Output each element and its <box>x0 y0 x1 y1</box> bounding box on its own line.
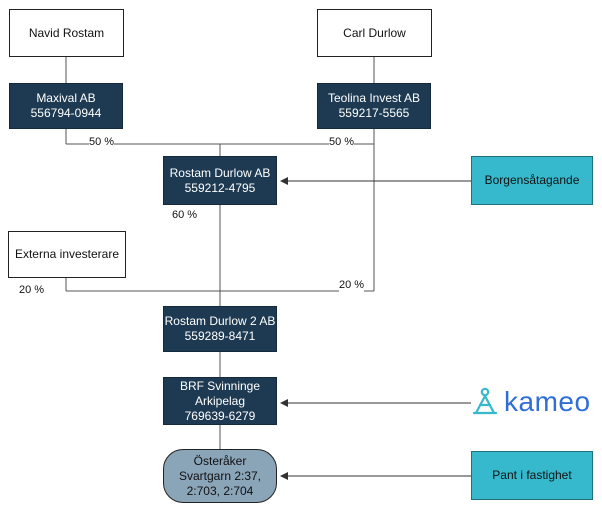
company-org-number: 556794-0944 <box>30 106 102 120</box>
property-line1: Österåker <box>193 453 247 468</box>
share-label-teolina: 50 % <box>329 136 355 149</box>
share-label-maxival: 50 % <box>89 136 115 149</box>
company-org-number: 769639-6279 <box>184 408 256 423</box>
share-label-teolina-direct: 20 % <box>339 279 365 292</box>
kameo-logo: kameo <box>472 386 591 418</box>
company-name-line2: Arkipelag <box>194 393 246 408</box>
company-org-number: 559212-4795 <box>184 180 256 195</box>
person-carl-durlow: Carl Durlow <box>317 9 432 57</box>
company-name: Rostam Durlow 2 AB <box>164 314 276 328</box>
company-maxival: Maxival AB 556794-0944 <box>9 83 123 129</box>
company-name: Teolina Invest AB <box>327 91 421 105</box>
kameo-logo-text: kameo <box>504 386 591 417</box>
company-brf-svinninge: BRF Svinninge Arkipelag 769639-6279 <box>163 377 277 425</box>
company-rostam-durlow-2: Rostam Durlow 2 AB 559289-8471 <box>163 306 277 352</box>
person-name: Carl Durlow <box>343 25 406 40</box>
company-org-number: 559289-8471 <box>184 329 256 343</box>
kameo-logo-icon <box>472 387 498 415</box>
company-name: Rostam Durlow AB <box>169 165 271 180</box>
company-org-number: 559217-5565 <box>338 106 410 120</box>
person-navid-rostam: Navid Rostam <box>9 9 124 57</box>
company-rostam-durlow: Rostam Durlow AB 559212-4795 <box>163 156 277 205</box>
company-teolina-invest: Teolina Invest AB 559217-5565 <box>317 83 431 129</box>
share-label-externa: 20 % <box>19 284 45 297</box>
property-line3: 2:703, 2:704 <box>186 483 254 498</box>
property-line2: Svartgarn 2:37, <box>178 468 262 483</box>
guarantee-box: Borgensåtagande <box>471 156 593 205</box>
share-label-rostam-durlow: 60 % <box>172 209 198 222</box>
person-name: Navid Rostam <box>28 25 105 40</box>
mortgage-box: Pant i fastighet <box>471 451 593 500</box>
mortgage-label: Pant i fastighet <box>492 468 572 482</box>
guarantee-label: Borgensåtagande <box>484 173 580 187</box>
external-investors: Externa investerare <box>8 231 126 278</box>
investor-name: Externa investerare <box>14 247 120 261</box>
company-name: Maxival AB <box>36 91 96 105</box>
company-name-line1: BRF Svinninge <box>179 378 261 393</box>
property-osteraker: Österåker Svartgarn 2:37, 2:703, 2:704 <box>163 449 277 503</box>
